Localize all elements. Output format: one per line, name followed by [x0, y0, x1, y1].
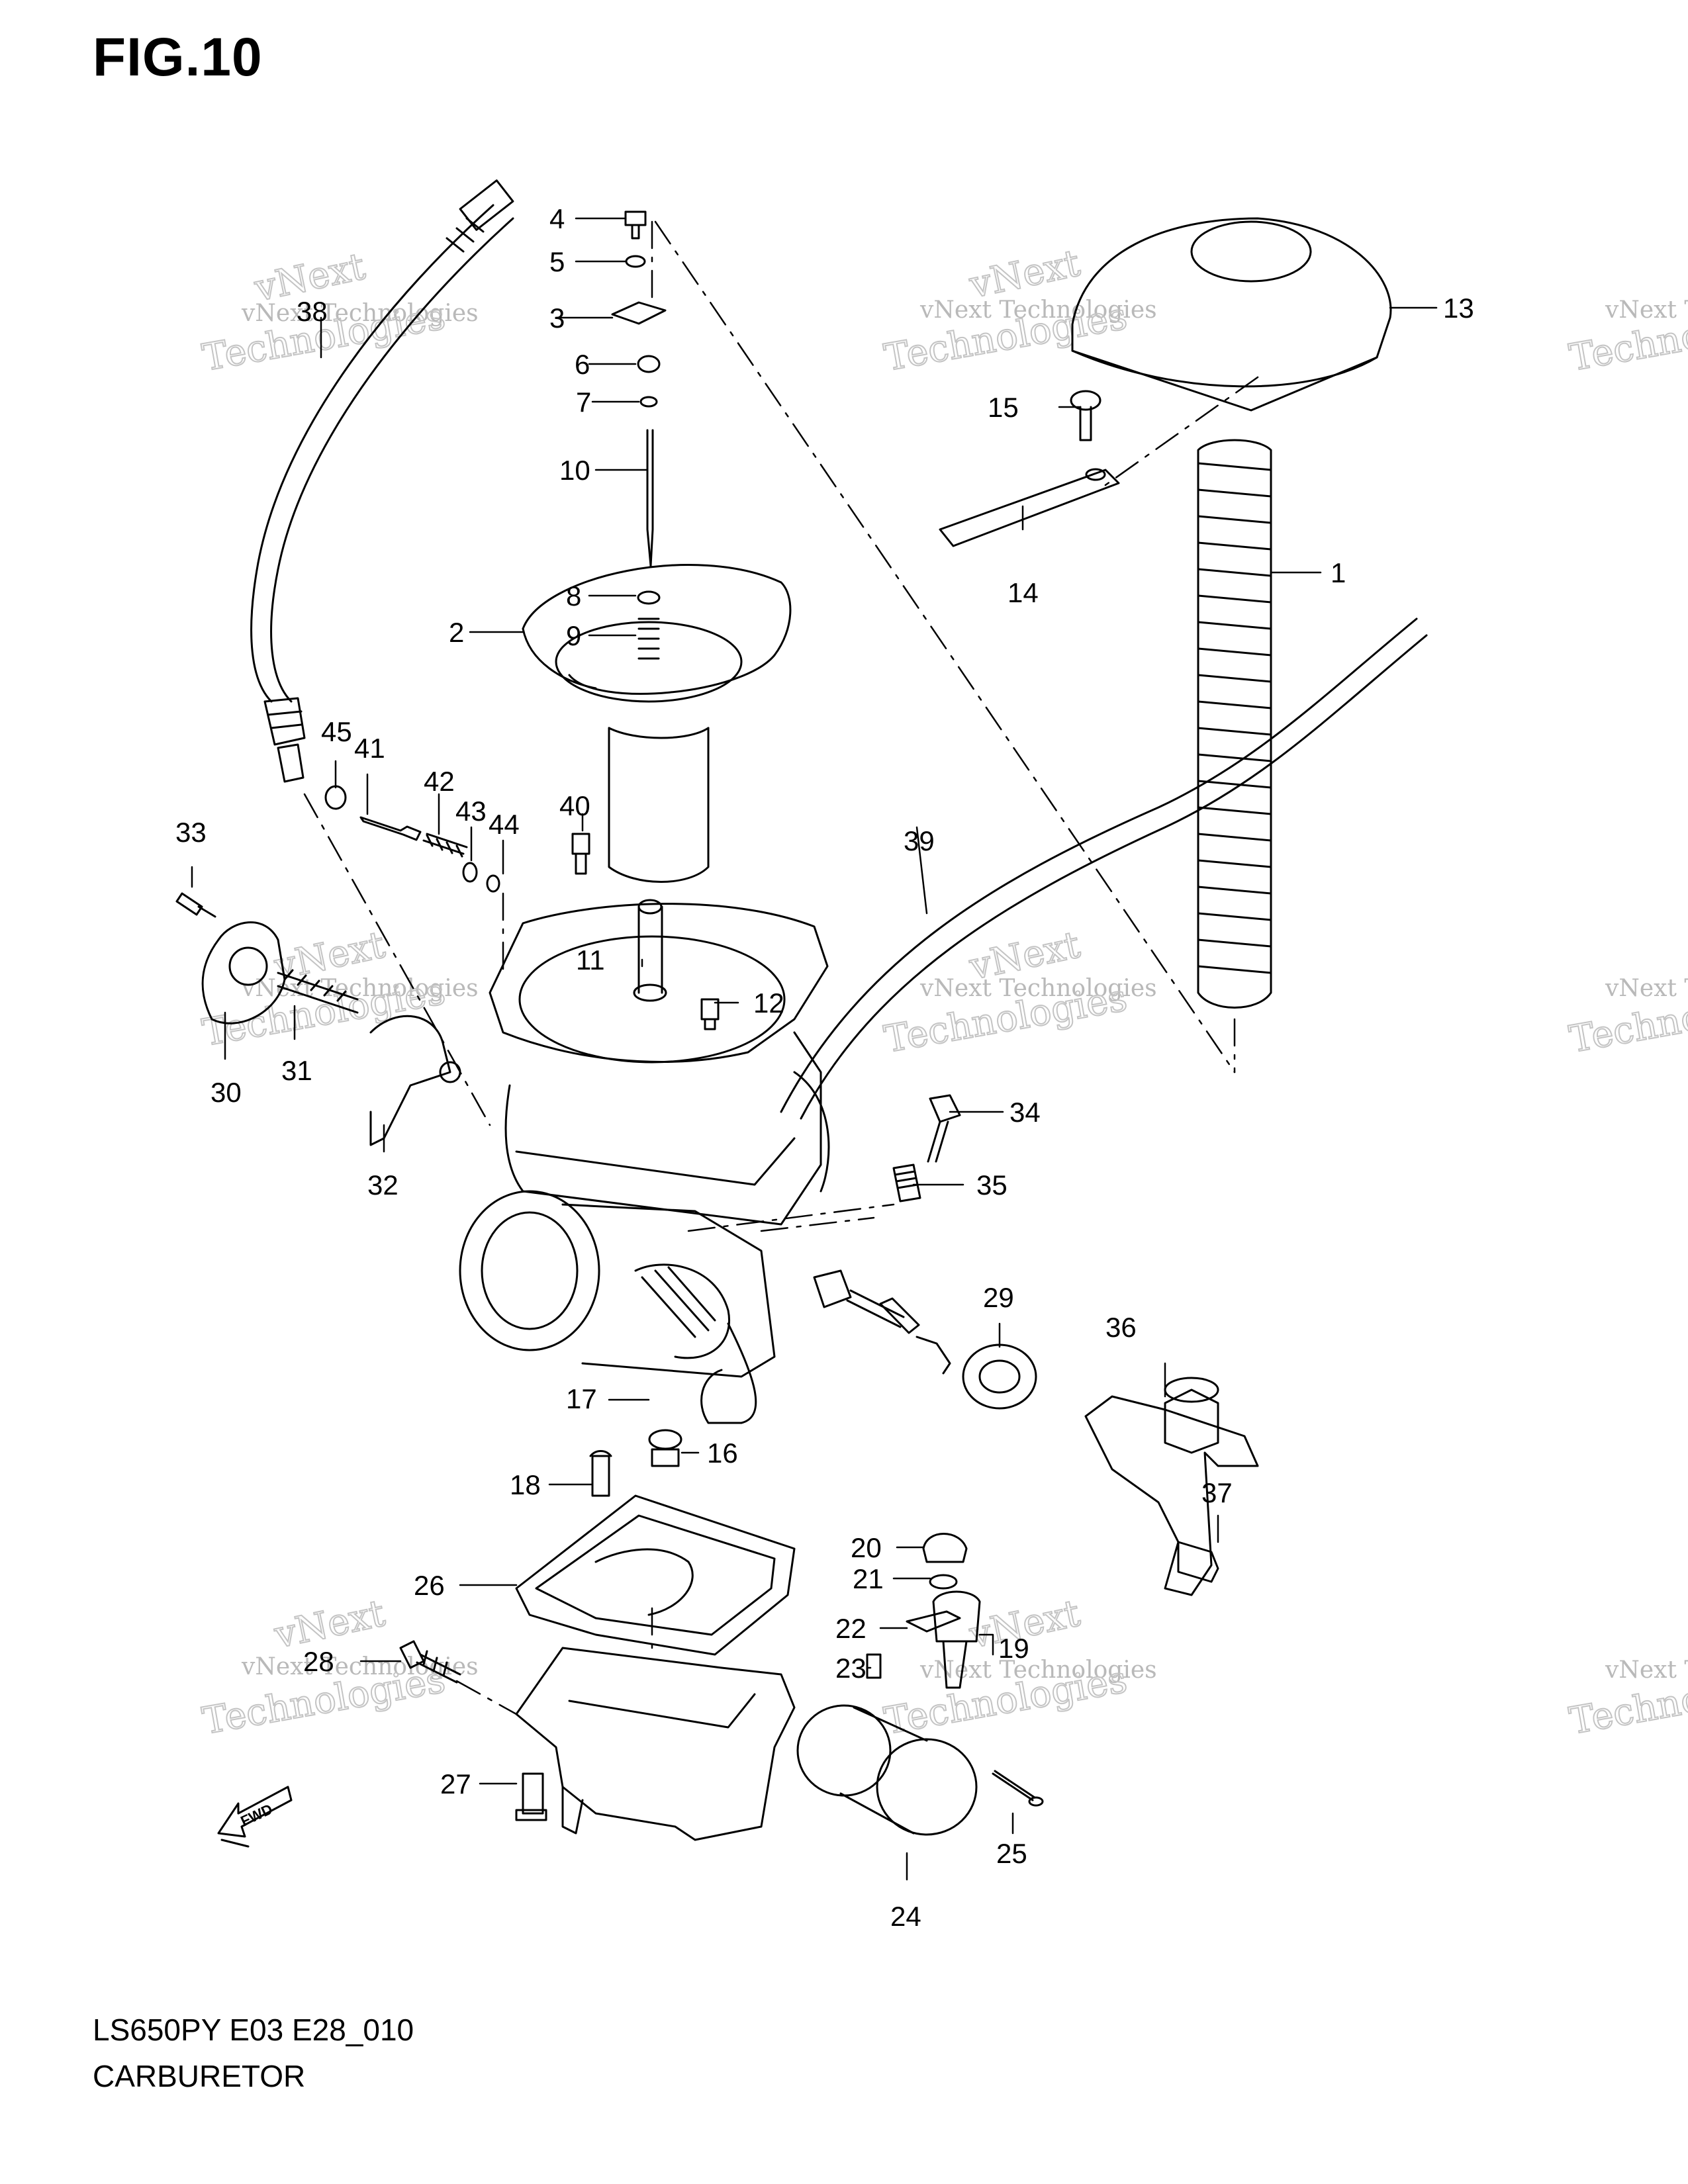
- callout-41: 41: [354, 733, 385, 764]
- watermark-text: vNext Technologies: [1605, 296, 1688, 324]
- callout-17: 17: [566, 1383, 597, 1414]
- callout-19: 19: [998, 1633, 1029, 1664]
- diaphragm-piston: [522, 564, 792, 883]
- needle-retainer-parts: [611, 210, 667, 408]
- callout-9: 9: [566, 620, 581, 651]
- callout-27: 27: [440, 1768, 471, 1799]
- callout-2: 2: [449, 617, 464, 648]
- callout-43: 43: [455, 796, 487, 827]
- float-chamber: [515, 1647, 796, 1841]
- callout-30: 30: [211, 1077, 242, 1108]
- callout-12: 12: [753, 987, 784, 1019]
- jet-parts: [866, 1533, 981, 1689]
- callout-32: 32: [367, 1169, 399, 1201]
- watermark-text: vNext Technologies: [241, 300, 479, 327]
- callout-11: 11: [576, 944, 605, 976]
- callout-4: 4: [549, 203, 565, 234]
- pilot-screw-40: [571, 833, 590, 875]
- callout-39: 39: [904, 825, 935, 856]
- assembly-lines: [303, 220, 1259, 1715]
- accelerator-pump: [175, 892, 461, 1146]
- callout-18: 18: [510, 1469, 541, 1500]
- callout-25: 25: [996, 1838, 1027, 1869]
- callout-23: 23: [835, 1653, 867, 1684]
- watermark-text: vNext Technologies: [919, 975, 1157, 1002]
- callout-34: 34: [1009, 1097, 1041, 1128]
- vent-hose: [780, 617, 1428, 1120]
- diagram-caption: CARBURETOR: [93, 2059, 306, 2093]
- callout-29: 29: [983, 1282, 1014, 1313]
- callout-37: 37: [1201, 1477, 1233, 1508]
- callout-40: 40: [559, 790, 590, 821]
- callout-33: 33: [175, 817, 207, 848]
- page-title: FIG.10: [93, 27, 263, 87]
- carburetor-body: [459, 899, 830, 1424]
- float: [796, 1704, 978, 1836]
- watermark-5: vNext vNext Technologies Technologies: [880, 923, 1157, 1062]
- vacuum-spring: [1197, 439, 1272, 1009]
- float-pin: [992, 1770, 1044, 1807]
- watermark-text: vNext Technologies: [1605, 975, 1688, 1002]
- callout-26: 26: [414, 1570, 445, 1601]
- callout-31: 31: [281, 1055, 312, 1086]
- watermark-1: vNext vNext Technologies Technologies: [199, 244, 479, 381]
- fwd-arrow-icon: [217, 1786, 293, 1848]
- parts-drawing: [175, 179, 1438, 1881]
- callout-15: 15: [988, 392, 1019, 423]
- watermark-4: vNext vNext Technologies Technologies: [199, 923, 479, 1056]
- jet-needle: [646, 429, 654, 567]
- callout-5: 5: [549, 246, 565, 277]
- callout-24: 24: [890, 1901, 921, 1932]
- callout-36: 36: [1105, 1312, 1137, 1343]
- callout-14: 14: [1008, 577, 1039, 608]
- callout-16: 16: [707, 1437, 738, 1469]
- float-chamber-gasket: [515, 1494, 796, 1656]
- watermark-3: vNext Technologies Technologies: [1566, 294, 1688, 380]
- watermark-9: vNext Technologies Technologies: [1566, 1657, 1688, 1744]
- callout-44: 44: [489, 809, 520, 840]
- watermark-text: vNext Technologies: [241, 975, 479, 1002]
- watermark-text: vNext Technologies: [919, 1657, 1157, 1684]
- watermark-2: vNext vNext Technologies Technologies: [880, 241, 1157, 381]
- callout-45: 45: [321, 716, 352, 747]
- throttle-stop-screw: [892, 1094, 961, 1203]
- watermark-text: vNext Technologies: [1605, 1657, 1688, 1684]
- choke-bracket: [1084, 1377, 1259, 1596]
- callout-21: 21: [853, 1563, 884, 1594]
- callout-42: 42: [424, 766, 455, 797]
- callout-10: 10: [559, 455, 590, 486]
- screw-and-bracket: [939, 390, 1120, 547]
- watermark-layer: vNext vNext Technologies Technologies vN…: [199, 241, 1688, 1744]
- leader-lines: [191, 217, 1438, 1881]
- watermark-text: vNext Technologies: [919, 296, 1157, 324]
- callout-28: 28: [303, 1646, 334, 1677]
- top-cap: [1071, 217, 1392, 412]
- callout-38: 38: [297, 296, 328, 327]
- callout-20: 20: [851, 1532, 882, 1563]
- model-code: LS650PY E03 E28_010: [93, 2013, 414, 2047]
- watermark-6: vNext Technologies Technologies: [1566, 975, 1688, 1062]
- callout-7: 7: [576, 387, 591, 418]
- callout-22: 22: [835, 1613, 867, 1644]
- callout-1: 1: [1331, 557, 1346, 588]
- watermark-7: vNext vNext Technologies Technologies: [199, 1591, 479, 1744]
- float-chamber-screws: [399, 1640, 547, 1821]
- callout-6: 6: [575, 349, 590, 380]
- watermark-text: vNext Technologies: [241, 1653, 479, 1680]
- callout-labels: 4 5 3 6 7 10 8 9 2 13 15 14 1 38 45 41 4…: [175, 203, 1474, 1932]
- callout-8: 8: [566, 580, 581, 612]
- callout-3: 3: [549, 302, 565, 334]
- callout-13: 13: [1443, 293, 1474, 324]
- watermark-8: vNext vNext Technologies Technologies: [880, 1591, 1157, 1744]
- callout-35: 35: [976, 1169, 1008, 1201]
- throttle-cable: [250, 179, 514, 783]
- drain-parts: [589, 1429, 682, 1497]
